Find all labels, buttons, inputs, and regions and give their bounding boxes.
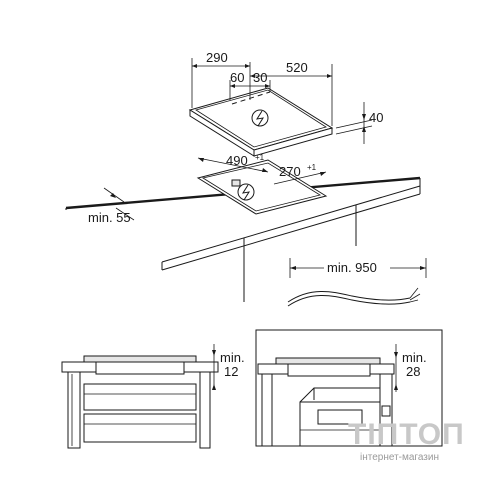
dim-min-gap-right-value: 28 xyxy=(406,364,420,379)
dim-cutout-width-tolerance: +1 xyxy=(255,153,265,162)
dim-cutout-depth: 270 xyxy=(279,164,301,179)
dim-min-gap-left-value: 12 xyxy=(224,364,238,379)
dim-min-gap-left-prefix: min. xyxy=(220,350,245,365)
dim-offset-b: 30 xyxy=(253,70,267,85)
oven xyxy=(299,387,381,447)
dim-hob-height: 40 xyxy=(369,110,383,125)
dim-min-gap-right-prefix: min. xyxy=(402,350,427,365)
power-cable xyxy=(287,287,421,307)
lightning-bolt-icon xyxy=(251,109,269,127)
lightning-bolt-icon xyxy=(237,183,255,201)
drawer xyxy=(83,383,197,411)
watermark: ТІПТОП інтернет-магазин xyxy=(348,418,465,463)
dim-hob-width: 520 xyxy=(286,60,308,75)
dim-offset-a: 60 xyxy=(230,70,244,85)
hob-dimension-view: 290 520 60 30 40 xyxy=(188,50,383,157)
dim-cutout-width: 490 xyxy=(226,153,248,168)
worktop-cutout-view: 490 +1 270 +1 min. 55 min. 950 xyxy=(65,153,427,307)
dim-hob-depth: 290 xyxy=(206,50,228,65)
hob-section-left xyxy=(83,355,197,363)
dim-min-cable: min. 950 xyxy=(327,260,377,275)
drawer xyxy=(83,413,197,443)
dim-min-edge: min. 55 xyxy=(88,210,131,225)
drawer-install-view: min. 12 xyxy=(61,344,245,449)
worktop-cutout xyxy=(196,159,328,215)
hob-body xyxy=(188,87,334,157)
oven-install-view: min. 28 xyxy=(255,329,443,447)
watermark-subtitle: інтернет-магазин xyxy=(360,452,439,463)
watermark-brand: ТІПТОП xyxy=(348,418,465,451)
dim-cutout-depth-tolerance: +1 xyxy=(307,163,317,172)
hob-section-right xyxy=(275,357,381,365)
